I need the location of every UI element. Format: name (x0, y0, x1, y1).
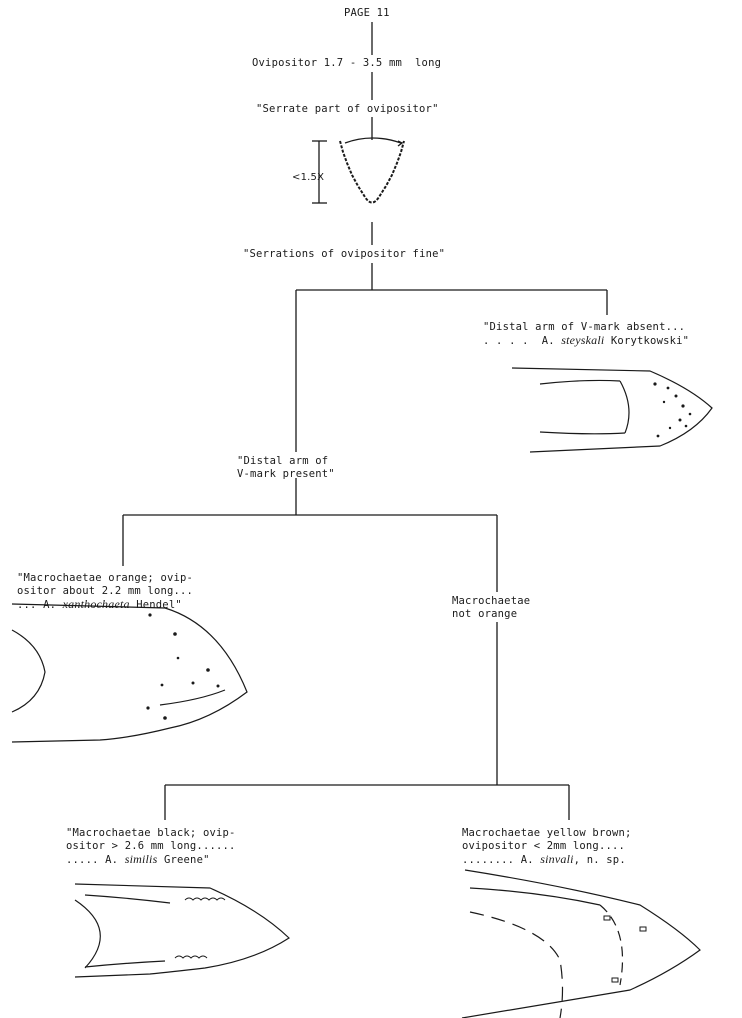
node-text: "Macrochaetae orange; ovip- (17, 572, 194, 584)
node-text: "Distal arm of (237, 455, 329, 467)
node-text: . . . . A. (483, 335, 562, 347)
node-distal-absent: "Distal arm of V-mark absent... . . . . … (483, 321, 689, 348)
ovipositor-tip-steyskali (511, 367, 713, 453)
node-macro-yellow-brown: Macrochaetae yellow brown; ovipositor < … (462, 827, 632, 867)
node-text: , n. sp. (573, 854, 626, 866)
node-ovipositor-length: Ovipositor 1.7 - 3.5 mm long (252, 57, 442, 69)
node-text: Macrochaetae (452, 595, 531, 607)
node-text: ositor about 2.2 mm long... (17, 585, 194, 597)
node-macro-orange: "Macrochaetae orange; ovip- ositor about… (17, 572, 193, 612)
ratio-label: <1.5X (292, 172, 325, 183)
species-name: sinvali (540, 852, 574, 866)
node-text: "Distal arm of V-mark absent... (483, 321, 686, 333)
page-header: PAGE 11 (344, 7, 390, 19)
node-text: ... A. (17, 599, 63, 611)
node-macro-not-orange: Macrochaetae not orange (452, 595, 530, 621)
species-name: xanthochaeta (62, 597, 130, 611)
node-distal-present: "Distal arm of V-mark present" (237, 455, 335, 481)
ovipositor-tip-serrate (312, 137, 405, 204)
node-text: ovipositor < 2mm long.... (462, 840, 626, 852)
node-text: ..... A. (66, 854, 125, 866)
node-serrations-fine: "Serrations of ovipositor fine" (243, 248, 446, 260)
node-text: Greene" (157, 854, 210, 866)
species-name: similis (124, 852, 158, 866)
node-macro-black: "Macrochaetae black; ovip- ositor > 2.6 … (66, 827, 236, 867)
node-text: ositor > 2.6 mm long...... (66, 840, 236, 852)
ovipositor-tip-xanthochaeta (11, 603, 248, 743)
node-text: Macrochaetae yellow brown; (462, 827, 632, 839)
node-text: Korytkowski" (604, 335, 690, 347)
node-text: V-mark present" (237, 468, 335, 480)
ovipositor-tip-similis (74, 883, 290, 978)
node-text: Hendel" (129, 599, 182, 611)
node-text: "Macrochaetae black; ovip- (66, 827, 236, 839)
node-serrate-part: "Serrate part of ovipositor" (256, 103, 439, 115)
node-text: not orange (452, 608, 518, 620)
tree-lines (122, 22, 608, 820)
species-name: steyskali (561, 333, 605, 347)
node-text: ........ A. (462, 854, 541, 866)
ovipositor-tip-sinvali (461, 869, 701, 1018)
